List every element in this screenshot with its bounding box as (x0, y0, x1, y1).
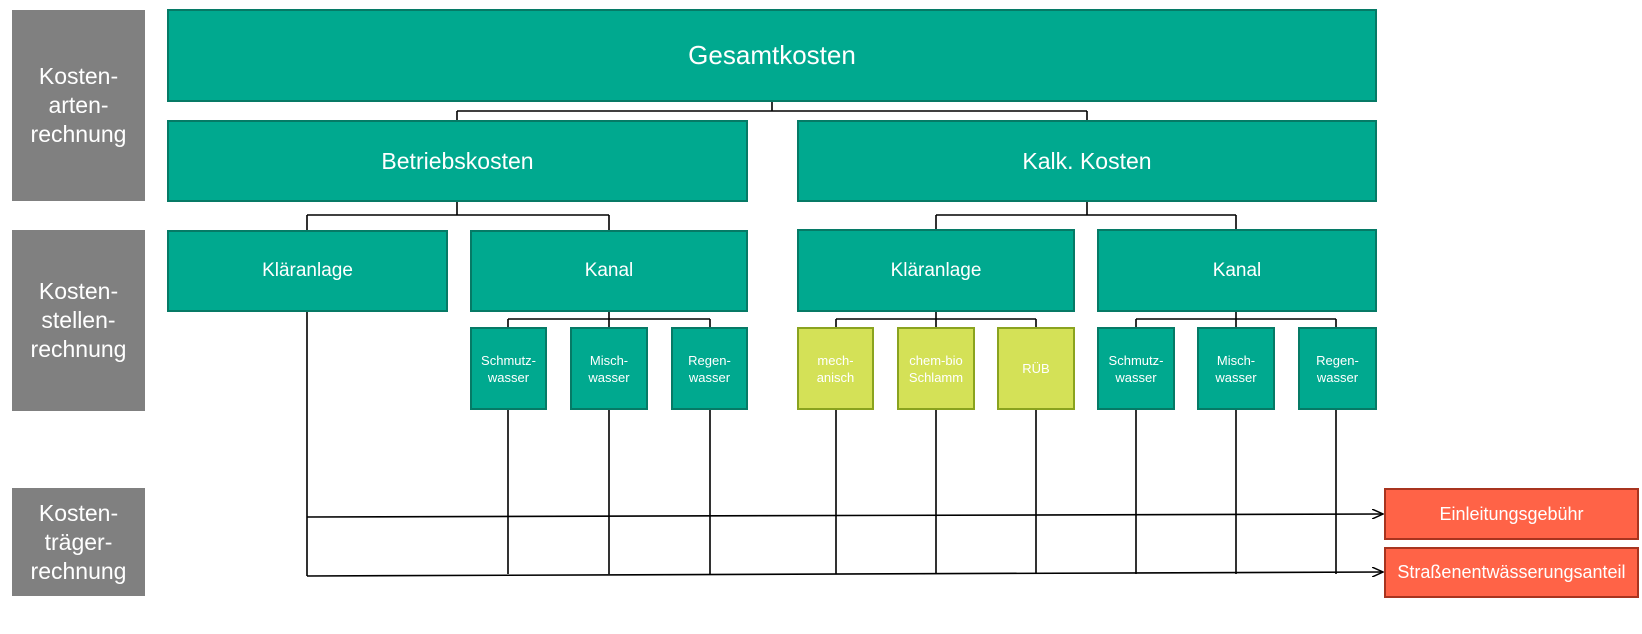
node-klaeranlage-left: Kläranlage (167, 230, 448, 312)
level-kostentraegerrechnung: Kosten- träger- rechnung (12, 488, 145, 596)
arrow-strassenentwaesserung (306, 572, 1383, 576)
level-kostenstellenrechnung: Kosten- stellen- rechnung (12, 230, 145, 411)
node-mischwasser-left: Misch- wasser (570, 327, 648, 410)
node-klaeranlage-right: Kläranlage (797, 229, 1075, 312)
node-mischwasser-right: Misch- wasser (1197, 327, 1275, 410)
target-strassenentwaesserungsanteil: Straßenentwässerungsanteil (1384, 547, 1639, 598)
connector-kanal-right (1135, 311, 1337, 328)
connector-betrieb (306, 201, 610, 231)
arrow-einleitungsgebuehr (306, 514, 1383, 517)
connector-klaer-right (835, 311, 1037, 328)
connector-verticals (306, 311, 1337, 576)
node-betriebskosten: Betriebskosten (167, 120, 748, 202)
node-schmutzwasser-left: Schmutz- wasser (470, 327, 547, 410)
node-schmutzwasser-right: Schmutz- wasser (1097, 327, 1175, 410)
connector-kanal-left (507, 311, 711, 328)
connector-kalk (935, 201, 1237, 231)
node-rueb: RÜB (997, 327, 1075, 410)
node-regenwasser-left: Regen- wasser (671, 327, 748, 410)
level-kostenartenrechnung: Kosten- arten- rechnung (12, 10, 145, 201)
node-kanal-right: Kanal (1097, 229, 1377, 312)
node-kalk-kosten: Kalk. Kosten (797, 120, 1377, 202)
node-gesamtkosten: Gesamtkosten (167, 9, 1377, 102)
connector-gesamt (456, 101, 1088, 121)
target-einleitungsgebuehr: Einleitungsgebühr (1384, 488, 1639, 540)
node-kanal-left: Kanal (470, 230, 748, 312)
node-regenwasser-right: Regen- wasser (1298, 327, 1377, 410)
node-chem-bio-schlamm: chem-bio Schlamm (897, 327, 975, 410)
node-mechanisch: mech- anisch (797, 327, 874, 410)
